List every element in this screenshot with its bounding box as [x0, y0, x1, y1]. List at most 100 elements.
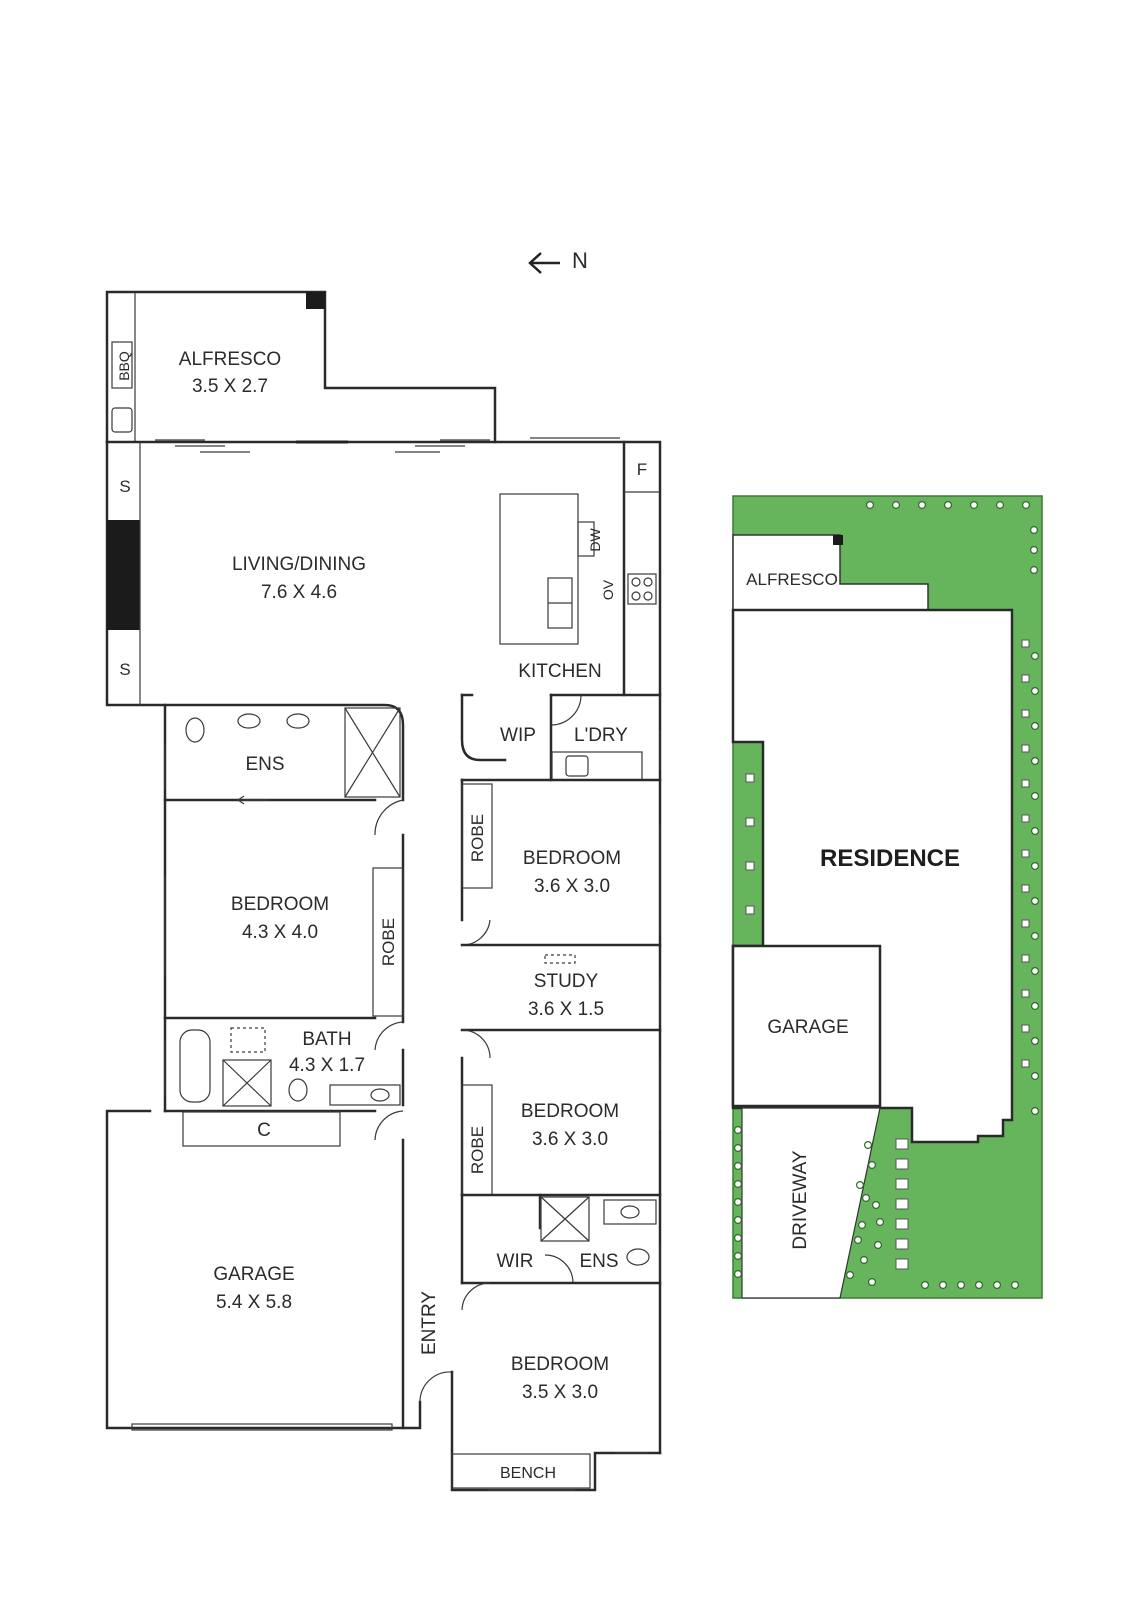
bbq-unit: [111, 341, 133, 389]
shrub-icon: [875, 1217, 884, 1226]
shrub-icon: [1030, 861, 1039, 870]
shrub-icon: [1030, 1071, 1039, 1080]
bath-dims: 4.3 X 1.7: [289, 1055, 365, 1076]
study-name: STUDY: [534, 971, 599, 992]
study-dims: 3.6 X 1.5: [528, 999, 604, 1020]
shrub-icon: [1030, 966, 1039, 975]
garage-dims: 5.4 X 5.8: [216, 1292, 292, 1313]
bed4-dims: 3.5 X 3.0: [522, 1382, 598, 1403]
kitchen-island: [499, 493, 579, 645]
shrub-icon: [733, 1125, 742, 1134]
bed2-dims: 3.6 X 3.0: [534, 876, 610, 897]
shrub-icon: [865, 501, 874, 510]
shrub-icon: [863, 1140, 872, 1149]
shrub-icon: [917, 501, 926, 510]
shrub-icon: [1021, 501, 1030, 510]
laundry-name: L'DRY: [574, 725, 628, 746]
compass-label: N: [572, 248, 588, 273]
storage-top-label: S: [119, 477, 130, 496]
alfresco-dims: 3.5 X 2.7: [192, 376, 268, 397]
residence-windows: [745, 773, 755, 915]
shrub-icon: [1030, 686, 1039, 695]
garage-name: GARAGE: [213, 1264, 294, 1285]
garage-door: [131, 1423, 393, 1431]
cooktop: [627, 573, 657, 605]
alfresco-post: [306, 292, 325, 309]
shrub-icon: [891, 501, 900, 510]
bathtub: [179, 1029, 211, 1103]
shrub-icon: [1029, 565, 1038, 574]
cupboard-label: C: [257, 1120, 271, 1141]
shrub-icon: [733, 1179, 742, 1188]
site-garage-label: GARAGE: [767, 1017, 848, 1038]
robe-bed2-label: ROBE: [468, 814, 487, 862]
shrub-icon: [1030, 931, 1039, 940]
shrub-icon: [1030, 651, 1039, 660]
bbq-label: BBQ: [116, 351, 132, 381]
alfresco-name: ALFRESCO: [179, 349, 281, 370]
dishwasher-label: DW: [587, 528, 603, 552]
wip-name: WIP: [500, 725, 536, 746]
robe-master-label: ROBE: [379, 918, 398, 966]
bath-name: BATH: [302, 1029, 351, 1050]
shrub-icon: [733, 1215, 742, 1224]
bench-seat: [451, 1453, 591, 1489]
shrub-icon: [873, 1240, 882, 1249]
wir-name: WIR: [497, 1251, 534, 1272]
shrub-icon: [733, 1143, 742, 1152]
shrub-icon: [845, 1270, 854, 1279]
shrub-icon: [855, 1180, 864, 1189]
windows: [164, 730, 661, 1491]
garage-outline: [105, 1109, 422, 1430]
bed-master-name: BEDROOM: [231, 894, 329, 915]
site-garage: [731, 944, 882, 1108]
kitchen-name: KITCHEN: [518, 661, 601, 682]
cupboard: [182, 1111, 341, 1147]
bench-label: BENCH: [500, 1465, 556, 1482]
living-dims: 7.6 X 4.6: [261, 582, 337, 603]
ens2-shower: [540, 1196, 590, 1242]
entry-label: ENTRY: [419, 1291, 440, 1355]
robe-master: [372, 867, 404, 1017]
shrub-icon: [969, 501, 978, 510]
dishwasher: [577, 521, 595, 557]
bath-shower: [222, 1059, 272, 1107]
ens-master-name: ENS: [245, 754, 284, 775]
alfresco-outline: [105, 290, 497, 444]
boundary-markers: [1021, 639, 1030, 1068]
floor-plan: ALFRESCO 3.5 X 2.7 BBQ S S F DW OV LIVIN…: [105, 290, 662, 1492]
shrub-icon: [974, 1280, 983, 1289]
shrub-icon: [853, 1235, 862, 1244]
bed3-dims: 3.6 X 3.0: [532, 1129, 608, 1150]
fridge-label: F: [637, 460, 647, 479]
shrub-icon: [1030, 1106, 1039, 1115]
north-compass: N: [528, 248, 588, 274]
shrub-icon: [857, 1220, 866, 1229]
bed4-name: BEDROOM: [511, 1354, 609, 1375]
shrub-icon: [992, 1280, 1001, 1289]
shrub-icon: [1029, 525, 1038, 534]
site-plan: ALFRESCO RESIDENCE GARAGE DRIVEWAY: [731, 495, 1043, 1299]
shrub-icon: [871, 1200, 880, 1209]
shrub-icon: [995, 501, 1004, 510]
shrub-icon: [1030, 756, 1039, 765]
shrub-icon: [733, 1269, 742, 1278]
storage-bottom-label: S: [119, 660, 130, 679]
site-alfresco-label: ALFRESCO: [746, 570, 838, 589]
shrub-icon: [867, 1277, 876, 1286]
sliding-doors: [155, 437, 620, 453]
shrub-icon: [1030, 791, 1039, 800]
shrub-icon: [733, 1233, 742, 1242]
site-driveway: [741, 1107, 881, 1299]
shrubs: [733, 501, 1039, 1289]
living-name: LIVING/DINING: [232, 554, 366, 575]
oven-label: OV: [600, 579, 616, 600]
shrub-icon: [1030, 826, 1039, 835]
shrub-icon: [1030, 1036, 1039, 1045]
bed2-name: BEDROOM: [523, 848, 621, 869]
ens-master-outline: [163, 703, 405, 802]
vanity: [329, 1084, 401, 1106]
shrub-icon: [1030, 721, 1039, 730]
shrub-icon: [867, 1160, 876, 1169]
